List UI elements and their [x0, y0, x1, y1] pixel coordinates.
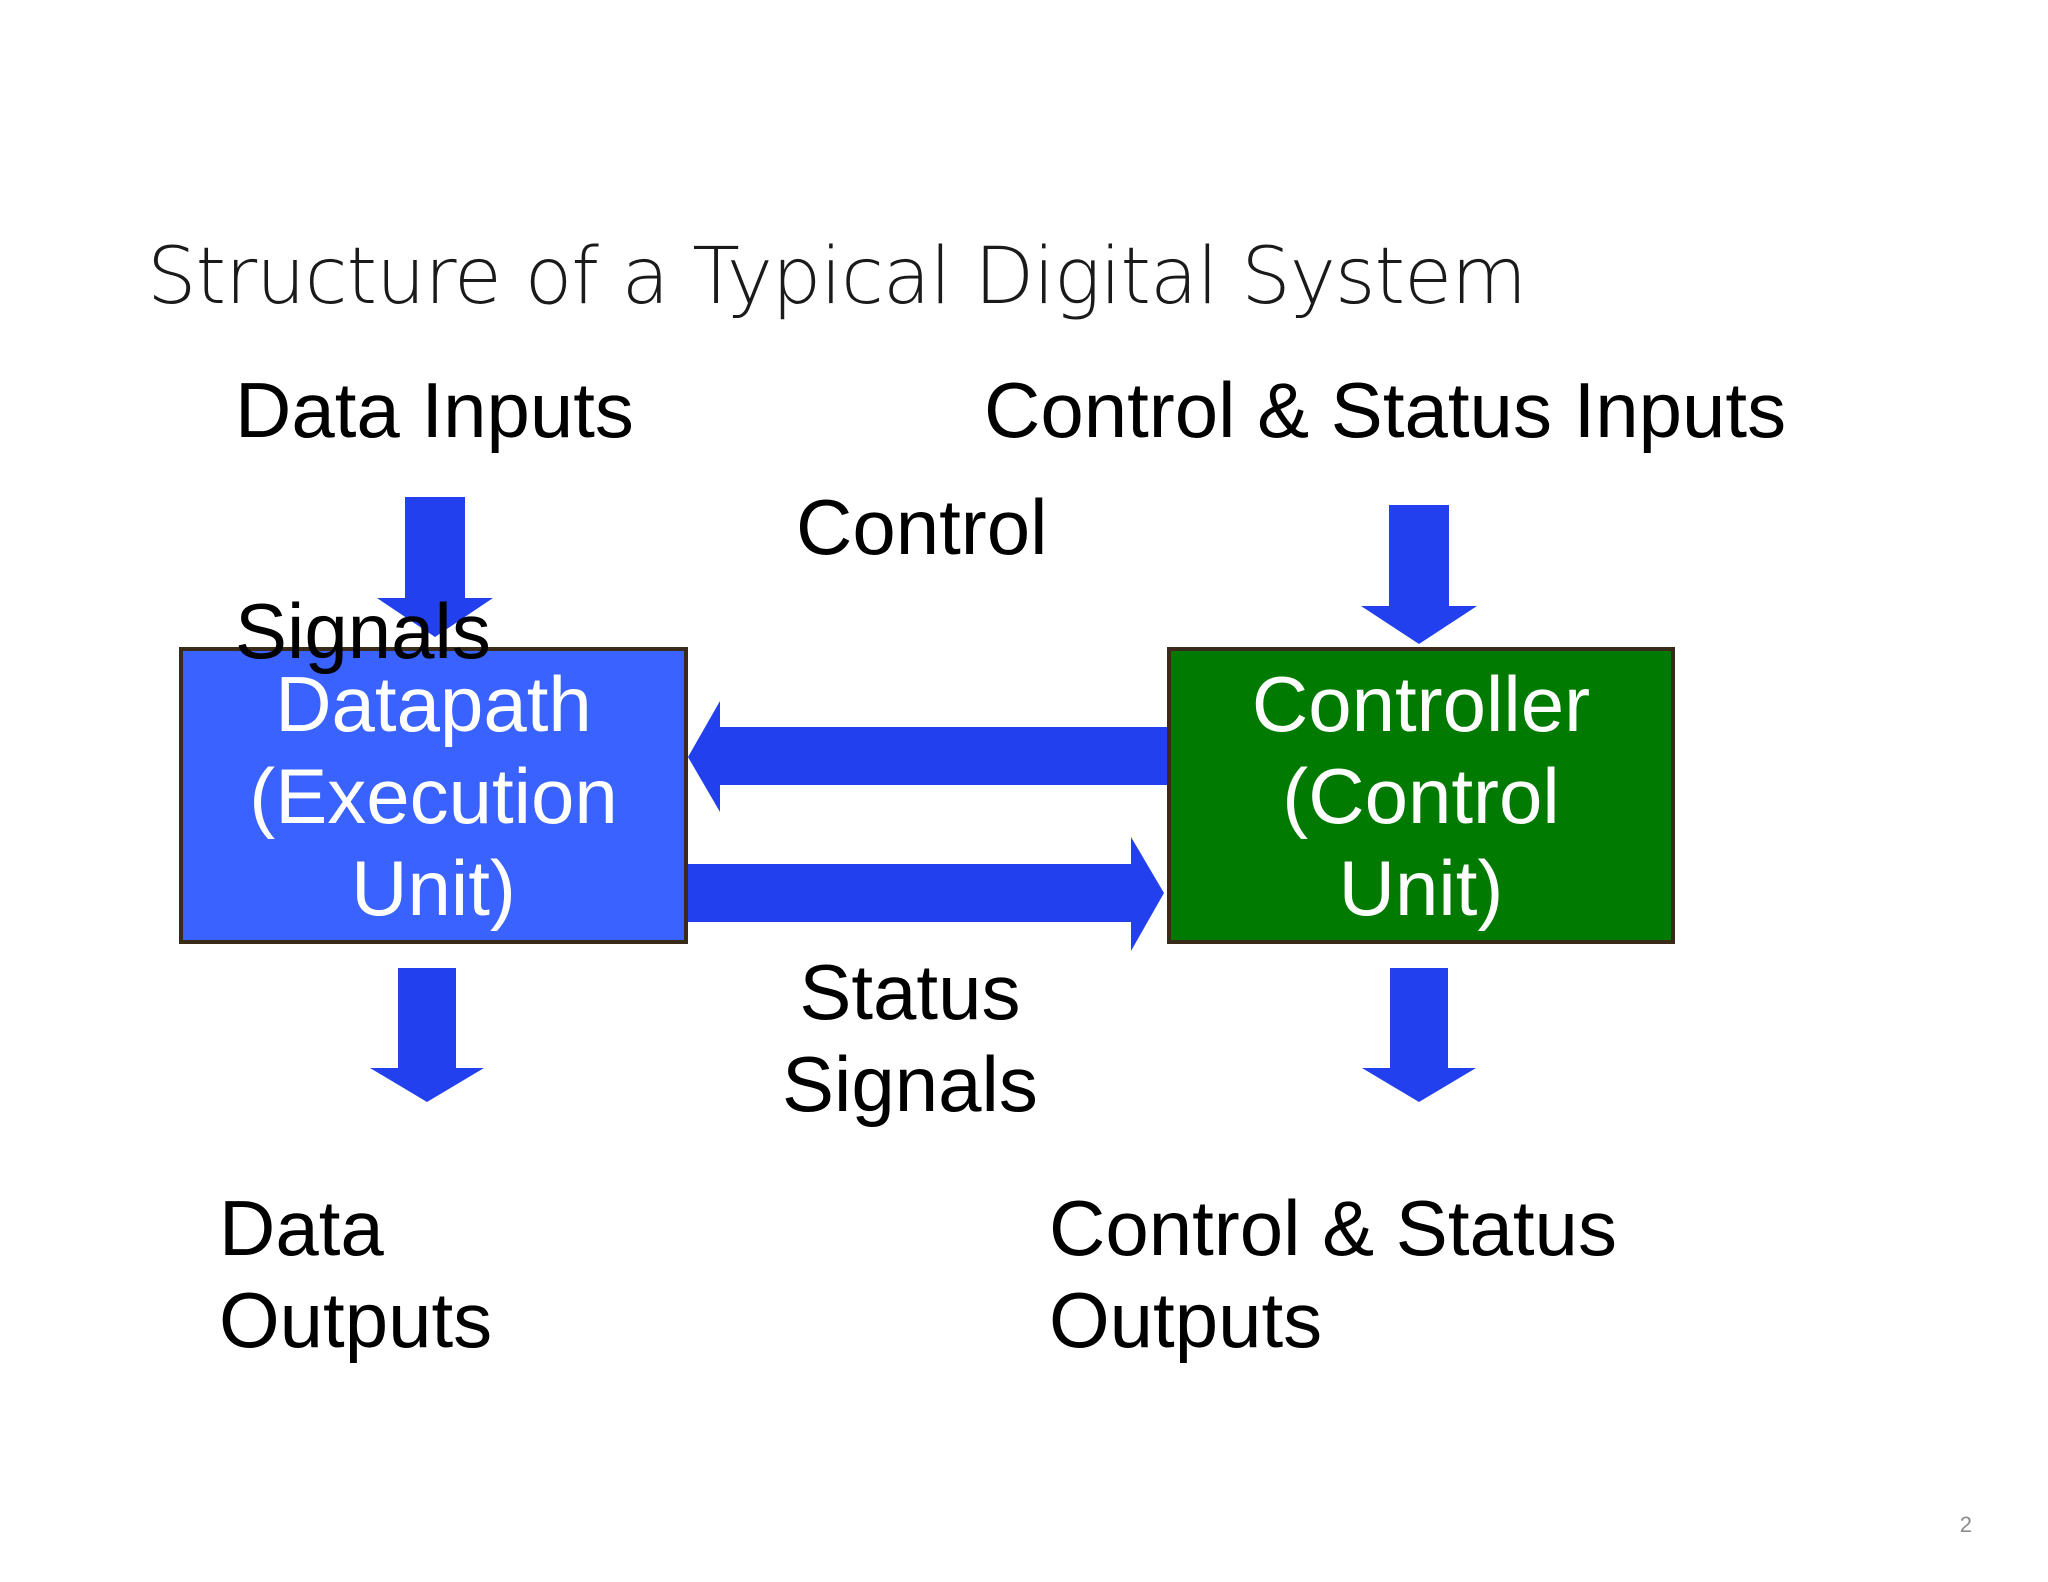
control-signals-label-line-2: Signals	[235, 587, 491, 675]
datapath-block: Datapath (Execution Unit)	[179, 647, 688, 944]
status-signals-line-1: Status	[799, 948, 1021, 1036]
control-signals-arrow	[688, 701, 1169, 812]
page-number: 2	[1959, 1512, 1972, 1537]
control-status-inputs-label: Control & Status Inputs	[984, 366, 1787, 454]
controller-block: Controller (Control Unit)	[1167, 647, 1675, 944]
control-status-outputs-label: Control & Status Outputs	[1049, 1182, 1617, 1366]
slide-title: Structure of a Typical Digital System	[147, 232, 1527, 322]
datapath-line-3: Unit)	[351, 843, 516, 932]
data-inputs-label: Data Inputs	[235, 366, 634, 454]
status-signals-label: Status Signals	[782, 946, 1038, 1130]
controller-line-3: Unit)	[1338, 843, 1504, 932]
datapath-line-2: (Execution	[249, 751, 618, 840]
controller-line-1: Controller	[1251, 659, 1591, 748]
control-signals-label-line-1: Control	[796, 483, 1048, 571]
data-outputs-label: Data Outputs	[219, 1182, 492, 1366]
control-status-outputs-line-1: Control & Status	[1049, 1184, 1617, 1272]
control-status-output-arrow	[1362, 968, 1476, 1102]
controller-line-2: (Control	[1282, 751, 1560, 840]
data-outputs-line-2: Outputs	[219, 1276, 493, 1364]
control-status-outputs-line-2: Outputs	[1049, 1276, 1323, 1364]
status-signals-line-2: Signals	[782, 1040, 1038, 1128]
status-signals-arrow	[686, 837, 1164, 951]
control-status-input-arrow	[1361, 505, 1477, 644]
datapath-line-1: Datapath	[275, 659, 592, 748]
data-output-arrow	[370, 968, 484, 1102]
data-outputs-line-1: Data	[219, 1184, 384, 1272]
